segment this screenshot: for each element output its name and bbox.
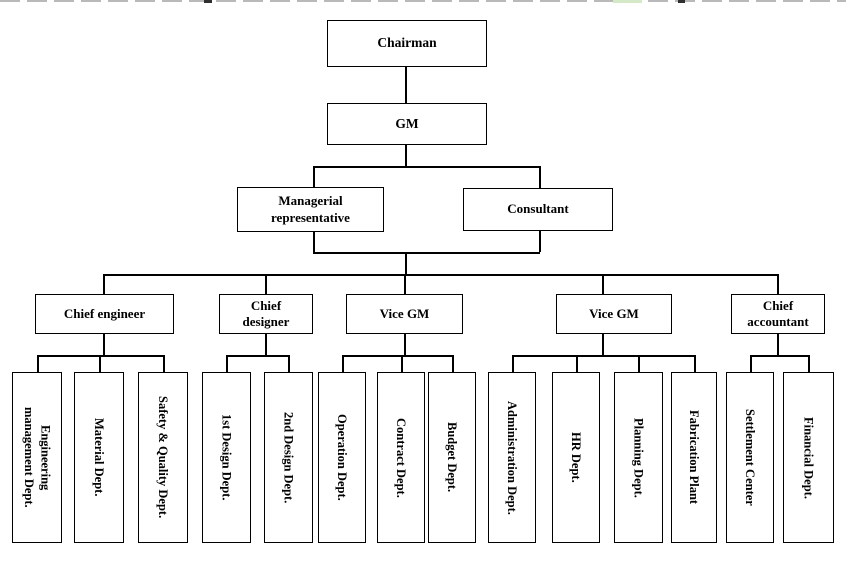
rail-group-accountant (750, 355, 809, 357)
connector-main-distribution (103, 274, 778, 276)
node-dept-safety-quality: Safety & Quality Dept. (138, 372, 188, 543)
node-dept-label: Operation Dept. (335, 414, 350, 501)
rail-group-vice-gm-2 (512, 355, 695, 357)
node-dept-label: Planning Dept. (631, 417, 646, 498)
node-managerial-representative: Managerial representative (237, 187, 384, 232)
node-dept-operation: Operation Dept. (318, 372, 366, 543)
connector-drop-chief-designer (265, 274, 267, 294)
connector-stub-chief-engineer (103, 334, 105, 355)
connector-drop-dept (638, 355, 640, 372)
node-dept-label: Financial Dept. (801, 416, 816, 499)
connector-drop-chief-accountant (777, 274, 779, 294)
node-dept-administration: Administration Dept. (488, 372, 536, 543)
connector-drop-dept (288, 355, 290, 372)
connector-stub-vice-gm-1 (404, 334, 406, 355)
node-vice-gm-2: Vice GM (556, 294, 672, 334)
node-dept-label: Contract Dept. (394, 417, 409, 498)
connector-drop-dept (576, 355, 578, 372)
node-dept-label: Safety & Quality Dept. (156, 396, 171, 519)
connector-drop-dept (452, 355, 454, 372)
connector-drop-dept (99, 355, 101, 372)
rail-group-designer (226, 355, 289, 357)
node-dept-label: Engineering management Dept. (22, 407, 53, 508)
connector-drop-vice-gm-1 (404, 274, 406, 294)
connector-drop-dept (401, 355, 403, 372)
connector-drop-dept (808, 355, 810, 372)
connector-stub-chief-accountant (777, 334, 779, 355)
node-dept-label: Budget Dept. (445, 422, 460, 493)
node-dept-label: Fabrication Plant (687, 410, 702, 505)
node-dept-1st-design: 1st Design Dept. (202, 372, 251, 543)
top-edge-green-segment (613, 0, 642, 3)
node-dept-contract: Contract Dept. (377, 372, 425, 543)
node-chief-designer-label: Chief designer (242, 297, 290, 329)
connector-drop-dept (750, 355, 752, 372)
node-chairman-label: Chairman (377, 35, 437, 51)
node-dept-label: HR Dept. (569, 432, 584, 483)
node-dept-budget: Budget Dept. (428, 372, 476, 543)
connector-drop-dept (37, 355, 39, 372)
node-consultant: Consultant (463, 188, 613, 231)
connector-drop-dept (163, 355, 165, 372)
node-dept-hr: HR Dept. (552, 372, 600, 543)
node-chief-accountant-label: Chief accountant (747, 297, 809, 329)
connector-chairman-gm (405, 67, 407, 103)
node-chief-engineer: Chief engineer (35, 294, 174, 334)
node-dept-settlement-center: Settlement Center (726, 372, 774, 543)
top-edge-dark-mark (204, 0, 212, 3)
node-dept-label: Settlement Center (743, 409, 758, 506)
node-dept-planning: Planning Dept. (614, 372, 663, 543)
connector-center-down (405, 252, 407, 274)
connector-stub-vice-gm-2 (602, 334, 604, 355)
top-edge-dark-mark (678, 0, 685, 3)
connector-stub-chief-designer (265, 334, 267, 355)
node-dept-label: 2nd Design Dept. (281, 411, 296, 504)
node-dept-label: Material Dept. (92, 418, 107, 497)
rail-group-vice-gm-1 (342, 355, 453, 357)
rail-group-engineer (37, 355, 164, 357)
node-dept-financial: Financial Dept. (783, 372, 834, 543)
connector-drop-dept (512, 355, 514, 372)
node-vice-gm-1-label: Vice GM (379, 305, 430, 321)
node-consultant-label: Consultant (507, 201, 569, 217)
node-gm: GM (327, 103, 487, 145)
node-chairman: Chairman (327, 20, 487, 67)
node-vice-gm-2-label: Vice GM (589, 305, 639, 321)
node-vice-gm-1: Vice GM (346, 294, 463, 334)
node-chief-engineer-label: Chief engineer (63, 305, 146, 321)
connector-drop-vice-gm-2 (602, 274, 604, 294)
node-dept-label: Administration Dept. (505, 400, 520, 515)
connector-drop-dept (226, 355, 228, 372)
node-chief-accountant: Chief accountant (731, 294, 825, 334)
connector-gm-down (405, 145, 407, 166)
node-dept-fabrication-plant: Fabrication Plant (671, 372, 717, 543)
connector-staff-bottom (313, 252, 540, 254)
node-managerial-representative-label: Managerial representative (271, 193, 350, 225)
connector-drop-chief-engineer (103, 274, 105, 294)
node-dept-material: Material Dept. (74, 372, 124, 543)
connector-staff-top (313, 166, 540, 168)
node-dept-2nd-design: 2nd Design Dept. (264, 372, 313, 543)
top-edge-artifact-strip (0, 0, 846, 2)
connector-drop-dept (342, 355, 344, 372)
node-dept-label: 1st Design Dept. (219, 414, 234, 501)
connector-drop-dept (694, 355, 696, 372)
node-dept-engineering-management: Engineering management Dept. (12, 372, 62, 543)
node-gm-label: GM (395, 115, 419, 131)
node-chief-designer: Chief designer (219, 294, 313, 334)
